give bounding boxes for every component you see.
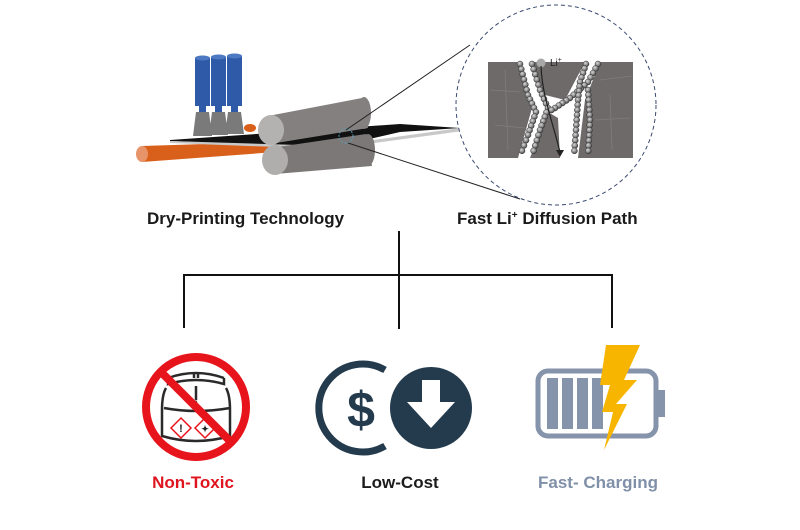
diffusion-arrow: [540, 65, 561, 153]
active-particle: [530, 147, 537, 155]
fast-diffusion-caption: Fast Li+ Diffusion Path: [457, 209, 638, 228]
diffusion-arrowhead: [556, 150, 564, 157]
dry-printing-caption: Dry-Printing Technology: [147, 209, 345, 228]
feature-label-low-cost: Low-Cost: [361, 473, 439, 492]
dollar-icon: $: [347, 382, 375, 438]
dry-printing-illustration: [136, 44, 521, 200]
li-ion-label: Li+: [550, 57, 562, 69]
zoom-line-bottom: [347, 142, 521, 200]
active-particle: [585, 147, 592, 155]
active-particle: [571, 147, 578, 155]
calender-rollers: [258, 97, 375, 175]
feature-label-fast-charging: Fast- Charging: [538, 473, 658, 492]
zoom-line-top: [345, 44, 471, 131]
printing-nozzles: [193, 53, 244, 136]
feature-label-non-toxic: Non-Toxic: [152, 473, 234, 492]
substrate-sheet: [170, 128, 470, 149]
cost-down-icon: $: [315, 360, 472, 456]
svg-text:!: !: [179, 423, 183, 435]
li-ion: [536, 58, 546, 68]
particle-chains: [516, 60, 602, 155]
lightning-bolt-icon: [600, 345, 640, 450]
diffusion-path-zoom: Li+: [455, 4, 657, 206]
svg-text:✦: ✦: [201, 424, 209, 434]
battery-charging-icon: [535, 345, 665, 450]
no-toxic-chemical-icon: ! ✦: [142, 353, 250, 461]
tree-connector: [183, 231, 613, 329]
zoom-origin-marker: [338, 128, 354, 144]
active-particle: [518, 147, 526, 154]
arrow-down-icon: [407, 380, 455, 428]
